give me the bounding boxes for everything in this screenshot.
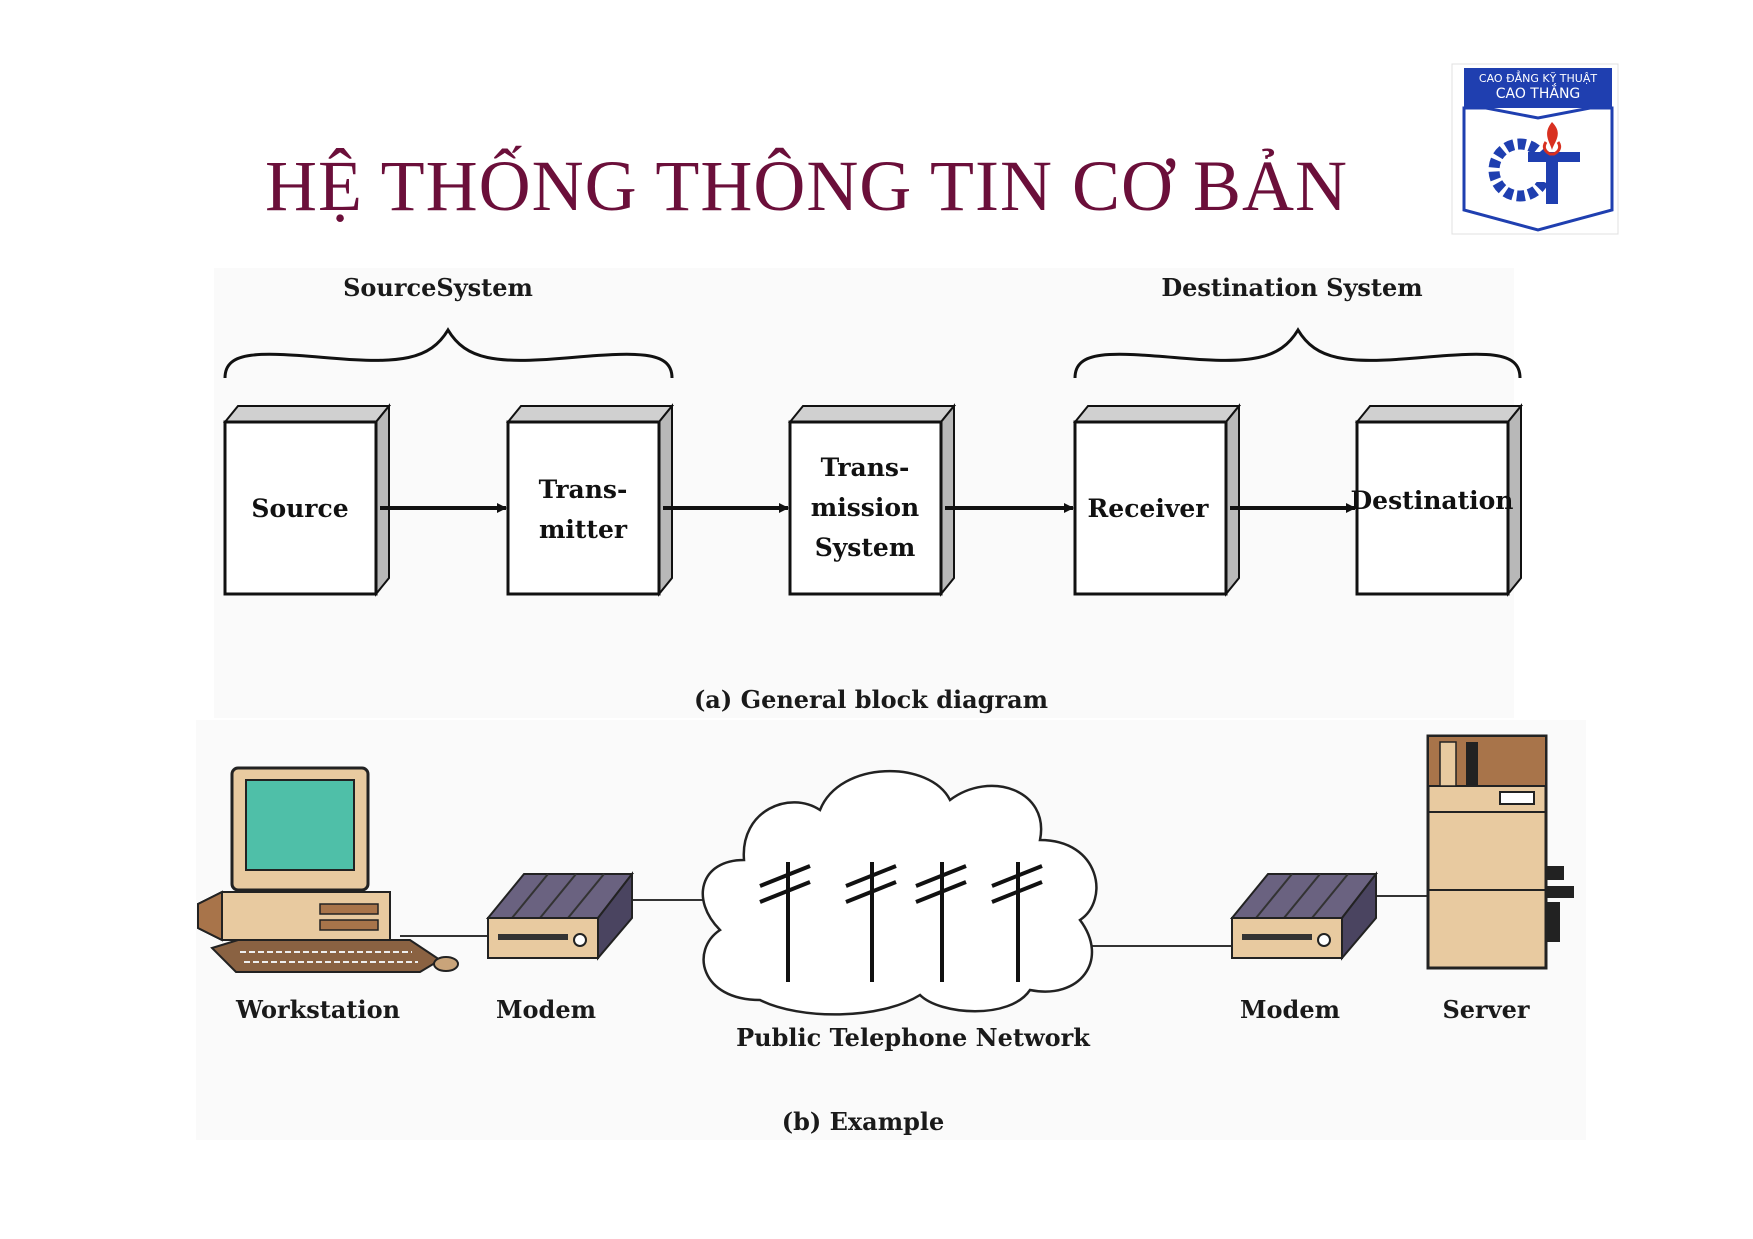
block-transmitter: Trans- mitter xyxy=(505,403,675,597)
caption-a: (a) General block diagram xyxy=(694,685,1048,714)
server-label: Server xyxy=(1442,995,1529,1024)
destination-system-label: Destination System xyxy=(1161,273,1422,302)
modem-right-icon xyxy=(1229,871,1379,961)
block-destination: Destination xyxy=(1351,403,1524,597)
block-transmission-system: Trans- mission System xyxy=(787,403,957,597)
destination-system-brace xyxy=(1073,327,1522,379)
modem-left-label: Modem xyxy=(496,995,596,1024)
source-system-label: SourceSystem xyxy=(343,273,533,302)
block-transmission-line3: System xyxy=(815,533,916,562)
block-destination-label: Destination xyxy=(1351,486,1514,515)
network-label: Public Telephone Network xyxy=(736,1023,1091,1052)
public-telephone-network-cloud xyxy=(701,770,1098,1016)
workstation-icon xyxy=(197,766,459,973)
block-source-label: Source xyxy=(251,494,348,523)
school-logo: CAO ĐẲNG KỸ THUẬT CAO THẮNG xyxy=(1450,62,1620,236)
source-system-brace xyxy=(223,327,674,379)
block-transmission-line2: mission xyxy=(811,493,919,522)
block-source: Source xyxy=(222,403,392,597)
workstation-label: Workstation xyxy=(235,995,400,1024)
logo-line1: CAO ĐẲNG KỸ THUẬT xyxy=(1479,70,1597,85)
block-transmitter-line1: Trans- xyxy=(539,475,628,504)
caption-b: (b) Example xyxy=(782,1107,945,1136)
logo-line2: CAO THẮNG xyxy=(1496,83,1581,102)
block-transmitter-line2: mitter xyxy=(539,515,628,544)
server-icon xyxy=(1426,734,1574,970)
modem-left-icon xyxy=(485,871,635,961)
block-receiver: Receiver xyxy=(1072,403,1242,597)
block-receiver-label: Receiver xyxy=(1088,494,1210,523)
modem-right-label: Modem xyxy=(1240,995,1340,1024)
page-title: HỆ THỐNG THÔNG TIN CƠ BẢN xyxy=(265,146,1348,226)
block-transmission-line1: Trans- xyxy=(821,453,910,482)
